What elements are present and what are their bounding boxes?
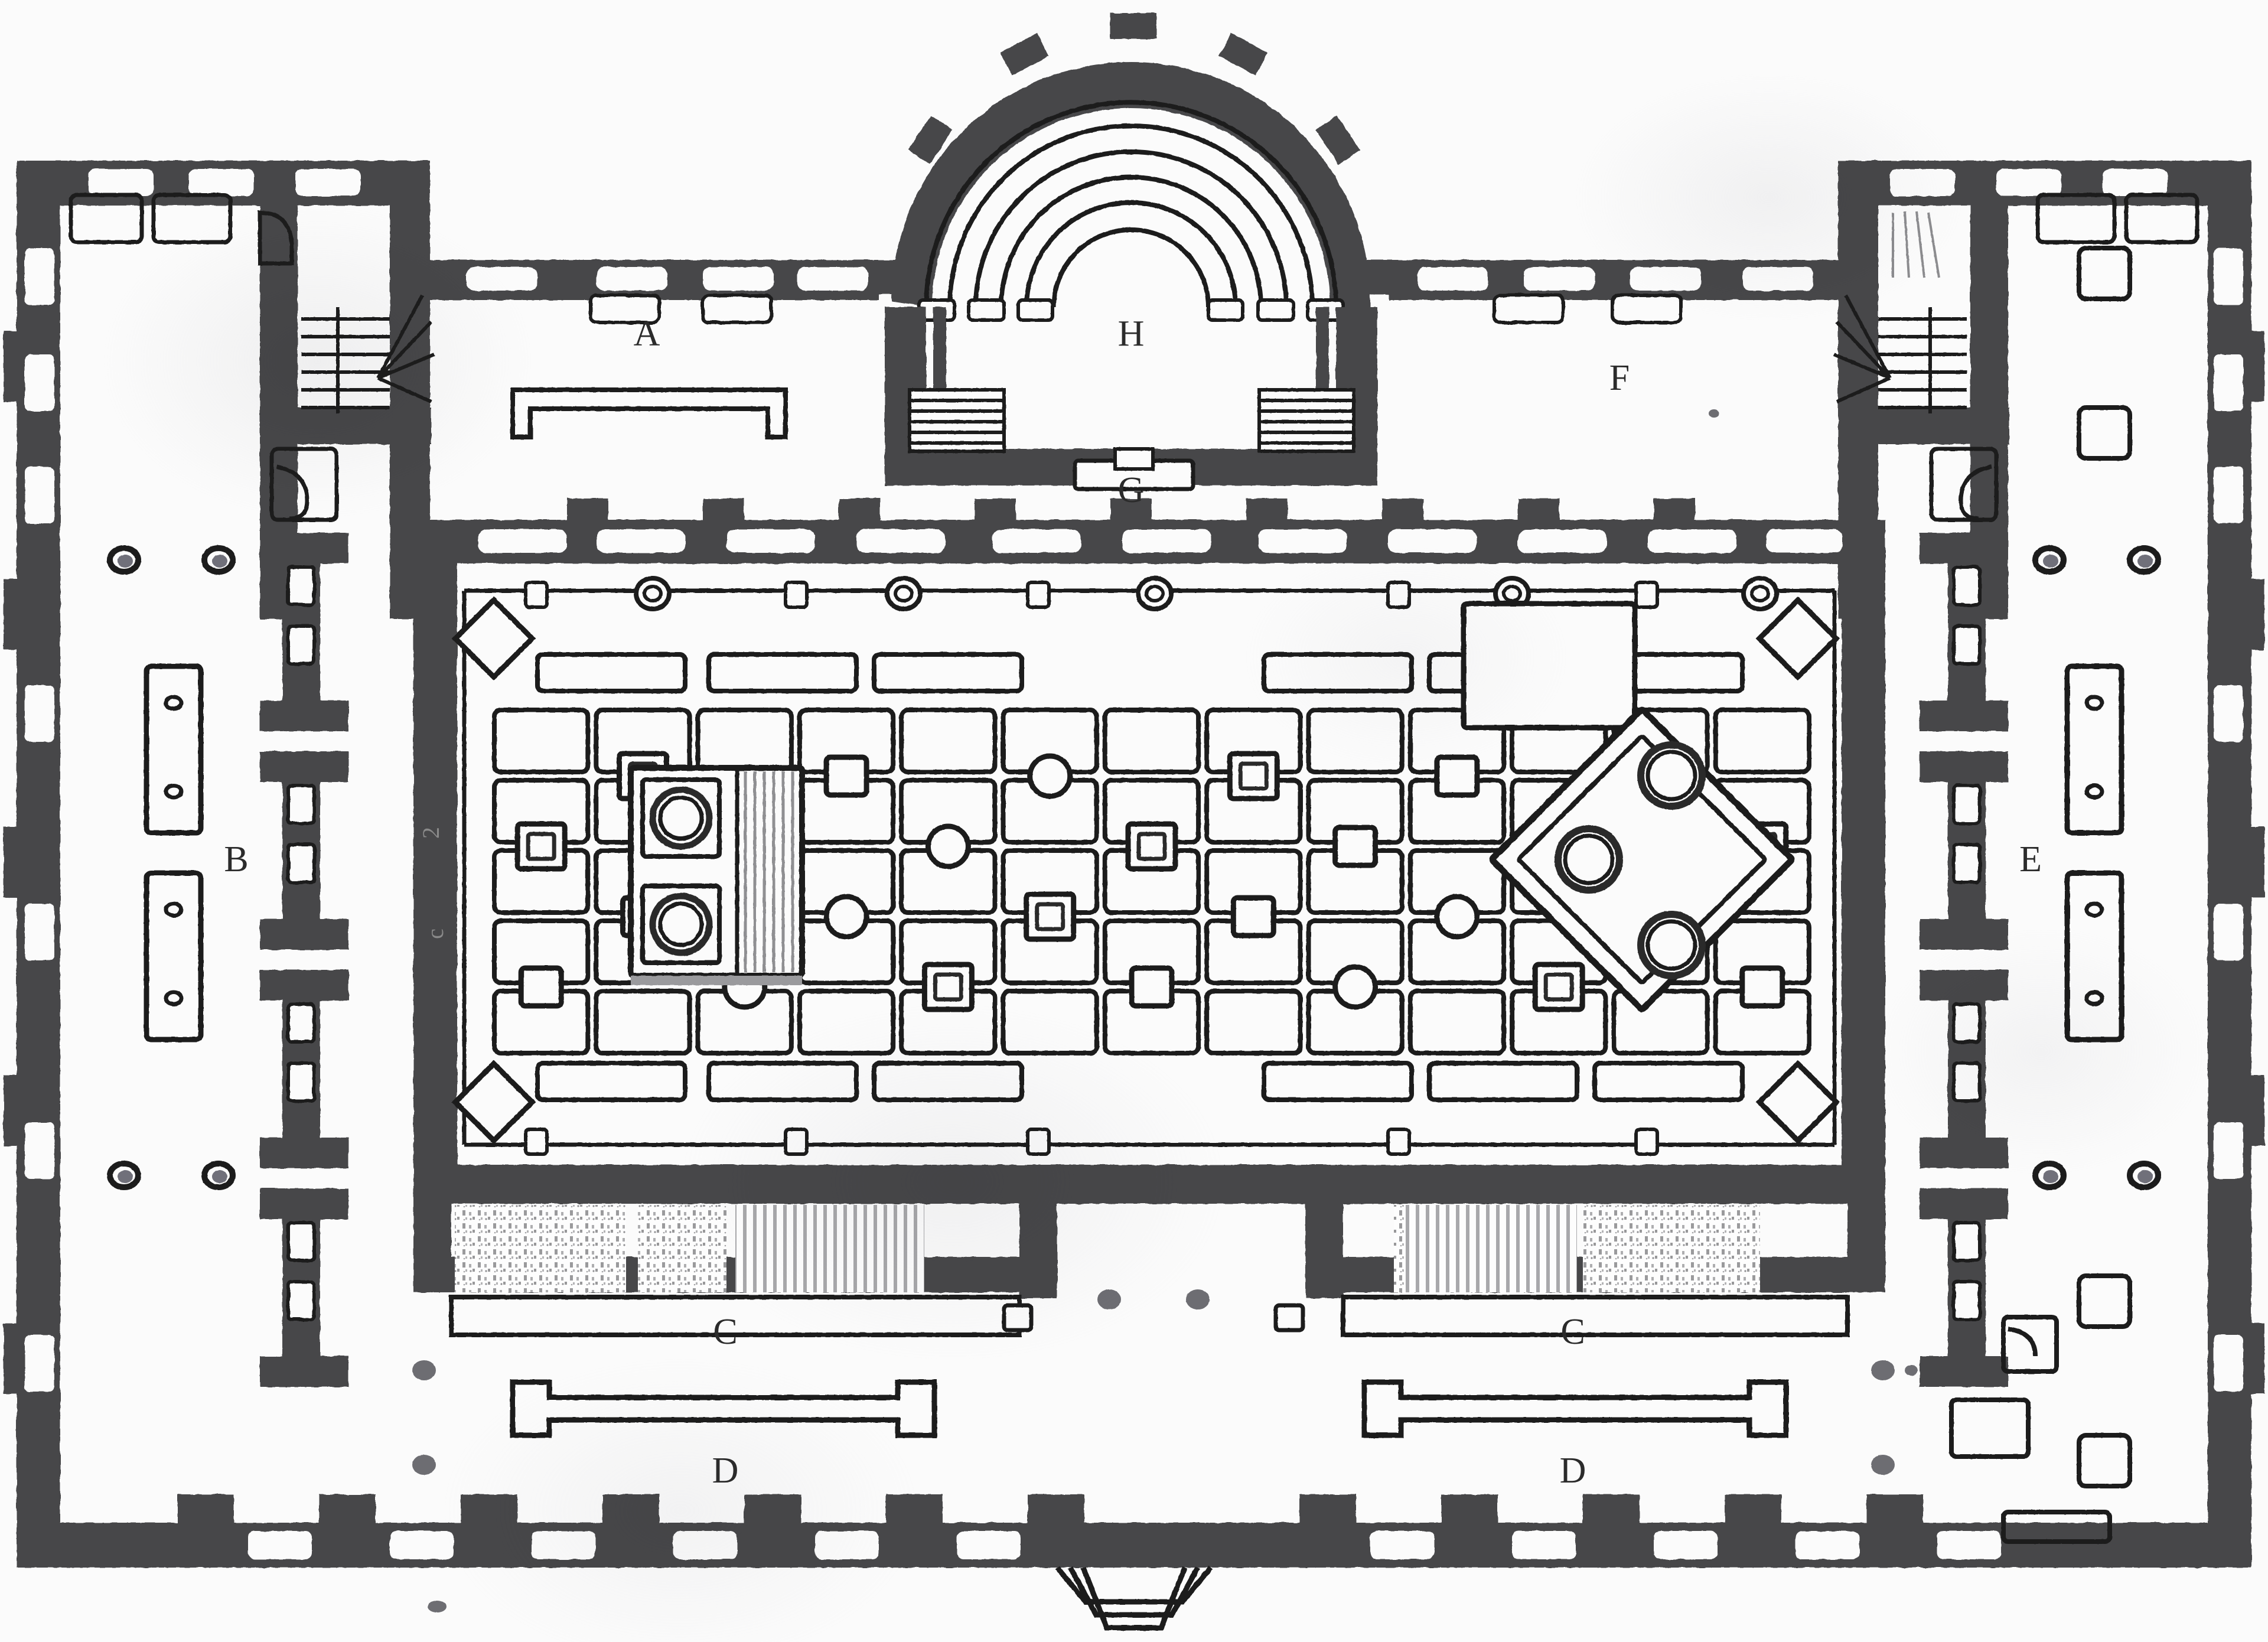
apse-concentric-arcs [924,100,1338,308]
chamber-stair-hatching [735,1205,1577,1292]
coffer-cell [1713,708,1811,774]
south-wall-niches [248,1531,2001,1559]
junction-square [823,754,869,798]
junction-nested-square [1125,821,1178,872]
apse-buttress-top [1110,13,1156,39]
coffer-cell [797,989,896,1055]
nw-apse-niche [258,210,294,266]
nw-room-a [69,193,144,245]
apse-outer-shell [892,62,1370,307]
staircase-northwest [301,294,435,413]
coffer-cell [1407,989,1507,1055]
diagonal-pavilion [1489,706,1795,1012]
ne-room-b [2035,193,2117,245]
north-wall-right [1389,260,1838,324]
ne-closet [1929,447,1999,522]
diagonal-pavilion-bases [1555,741,1706,979]
junction-circle [1434,894,1480,940]
junction-circle [823,894,869,940]
northeast-service-room [1949,1315,2112,1544]
east-outer-wall [2208,161,2264,1566]
central-hall [413,499,1885,1204]
junction-square [1332,825,1379,868]
east-basins [2064,663,2124,1042]
corner-block-interiors [69,193,2199,522]
junction-nested-square [1024,891,1077,942]
wing-floor-squares [2077,246,2132,1488]
south-wall-pilasters [177,1494,1923,1524]
coffer-cell [899,708,998,774]
hall-upper-right-block [1461,601,1638,731]
junction-circle [925,823,971,869]
apse-threshold-block [1073,447,1195,491]
junction-square [1739,965,1785,1009]
south-outer-wall [17,1494,2251,1568]
ne-room-a [2124,193,2199,245]
wing-courts [107,246,2161,1488]
junction-nested-square [1227,751,1280,802]
room-label-C-left: C [713,1312,738,1352]
apse-structure [873,13,1395,491]
junction-square [1434,754,1480,798]
hall-perimeter-wall [413,499,1885,1204]
junction-circle [1027,753,1073,799]
annotation-numeral-2: 2 [418,827,444,839]
ne-closet-curve [1959,464,1992,521]
staircase-northeast [1833,211,1967,413]
coffer-cell [492,708,591,774]
south-entrance-steps [1055,1566,1213,1631]
south-floor-dots [412,1289,1895,1475]
junction-square [1230,895,1276,939]
junction-nested-square [514,821,568,872]
junction-square [1129,965,1175,1009]
west-wing-colonnade [260,533,348,1387]
coffer-cell [1102,708,1201,774]
coffer-cell [1306,708,1405,774]
north-wall-left [430,260,879,324]
junction-circle [1332,964,1379,1010]
apse-flank-stairs [908,388,1355,453]
annotation-letter-c: c [421,928,448,940]
hall-corner-diamonds [451,596,1840,1145]
south-zone [412,1204,1895,1631]
room-label-D-left: D [712,1451,739,1491]
room-label-C-right: C [1560,1312,1585,1352]
room-label-H: H [1117,314,1145,354]
coffer-cell [594,989,692,1055]
west-basins [144,663,204,1042]
nw-room-b [151,193,233,245]
room-label-F: F [1609,358,1630,398]
coffer-cell [1001,989,1099,1055]
nw-closet-curve [276,464,309,521]
room-label-G: G [1117,470,1145,510]
northwest-hall-plinth [510,387,788,439]
room-label-A: A [633,314,660,354]
room-label-B: B [224,839,249,879]
double-oculus-block [628,765,805,985]
west-outer-wall [4,161,60,1566]
room-label-E: E [2019,839,2042,879]
junction-nested-square [1532,962,1585,1012]
south-small-openings [1002,1303,1305,1333]
south-benches [510,1379,1789,1438]
junction-nested-square [921,962,975,1012]
east-wing-colonnade [1920,533,2008,1387]
room-label-D-right: D [1559,1451,1586,1491]
wing-floor-medallions [107,545,2161,1190]
south-platform-outline [449,1295,1850,1337]
junction-square [518,965,564,1009]
outer-walls [4,161,2264,1568]
coffer-cell [1204,989,1303,1055]
nw-closet [269,447,339,522]
scattered-marks [428,409,1918,1612]
